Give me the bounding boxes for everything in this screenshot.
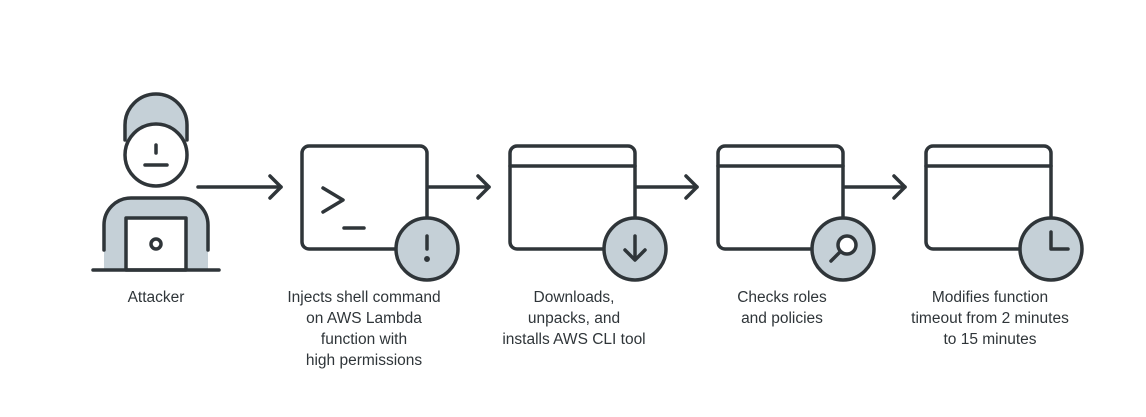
label-line: Downloads, [533, 289, 615, 306]
label-line: to 15 minutes [943, 331, 1037, 348]
step-2-label: Downloads, unpacks, and installs AWS CLI… [474, 287, 674, 350]
label-line: function with [320, 331, 408, 348]
exclamation-icon [394, 216, 460, 282]
attacker-label: Attacker [96, 287, 216, 308]
attacker-icon [91, 92, 221, 272]
label-line: Attacker [127, 289, 185, 306]
label-line: installs AWS CLI tool [502, 331, 646, 348]
download-arrow-icon [602, 216, 668, 282]
browser-window-icon [716, 144, 845, 251]
flow-arrow-1 [196, 174, 283, 200]
step-1-label: Injects shell command on AWS Lambda func… [264, 287, 464, 371]
flow-arrow-2 [427, 174, 491, 200]
step-3-label: Checks roles and policies [682, 287, 882, 329]
label-line: Injects shell command [287, 289, 441, 306]
label-line: Modifies function [931, 289, 1049, 306]
label-line: and policies [741, 310, 823, 327]
label-line: high permissions [305, 352, 423, 369]
clock-icon [1018, 216, 1084, 282]
label-line: unpacks, and [527, 310, 621, 327]
flow-arrow-4 [843, 174, 907, 200]
magnifier-icon [810, 216, 876, 282]
browser-window-icon [508, 144, 637, 251]
step-4-label: Modifies function timeout from 2 minutes… [890, 287, 1090, 350]
label-line: on AWS Lambda [306, 310, 422, 327]
label-line: timeout from 2 minutes [911, 310, 1069, 327]
flow-arrow-3 [635, 174, 699, 200]
browser-window-icon [924, 144, 1053, 251]
label-line: Checks roles [737, 289, 827, 306]
terminal-window-icon [300, 144, 429, 251]
